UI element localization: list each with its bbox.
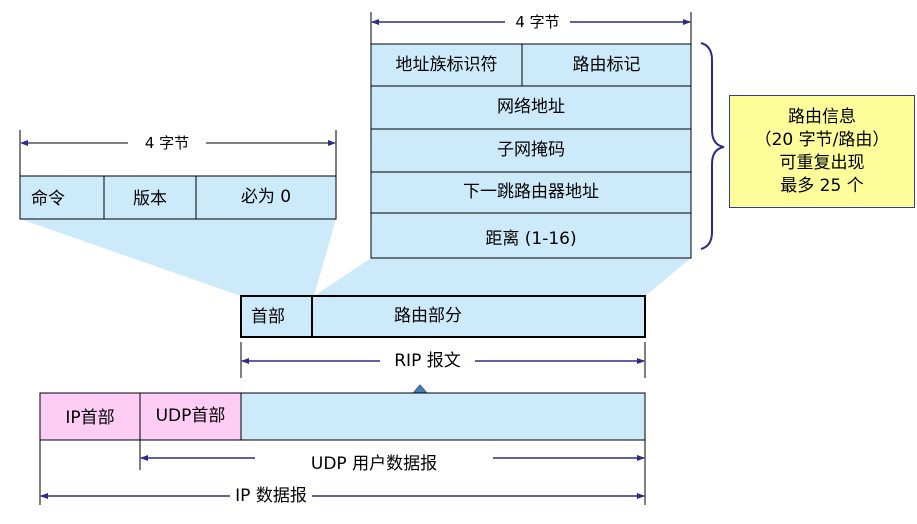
field-network-address: 网络地址 xyxy=(497,97,565,117)
routing-info-note: 路由信息 （20 字节/路由） 可重复出现 最多 25 个 xyxy=(729,95,915,208)
field-route-tag: 路由标记 xyxy=(572,55,641,75)
udp-header: UDP首部 xyxy=(155,406,226,426)
route-entry-width-label: 4 字节 xyxy=(515,13,560,31)
field-address-family: 地址族标识符 xyxy=(395,55,498,75)
rip-message-span-label: RIP 报文 xyxy=(394,351,461,371)
field-distance: 距离 (1-16) xyxy=(485,229,577,249)
note-line: 可重复出现 xyxy=(779,152,865,173)
rip-routing-part: 路由部分 xyxy=(394,306,462,326)
routing-projection xyxy=(314,258,691,296)
field-must-be-zero: 必为 0 xyxy=(240,187,292,207)
rip-message-block xyxy=(240,295,646,378)
field-subnet-mask: 子网掩码 xyxy=(497,140,565,160)
header-projection xyxy=(20,219,336,296)
udp-datagram-span-label: UDP 用户数据报 xyxy=(310,454,438,474)
route-entry-block xyxy=(370,12,692,259)
repeat-brace xyxy=(700,42,725,250)
note-line: 最多 25 个 xyxy=(780,175,864,196)
field-command: 命令 xyxy=(31,189,65,209)
header-width-label: 4 字节 xyxy=(144,134,190,152)
ip-datagram-span-label: IP 数据报 xyxy=(235,486,307,506)
field-next-hop: 下一跳路由器地址 xyxy=(463,182,599,202)
header-detail-block xyxy=(19,130,337,220)
ip-datagram-block xyxy=(39,392,646,505)
note-line: 路由信息 xyxy=(788,106,856,127)
rip-header: 首部 xyxy=(251,307,285,327)
ip-header: IP首部 xyxy=(65,408,115,428)
field-version: 版本 xyxy=(133,189,167,209)
note-line: （20 字节/路由） xyxy=(754,129,890,150)
